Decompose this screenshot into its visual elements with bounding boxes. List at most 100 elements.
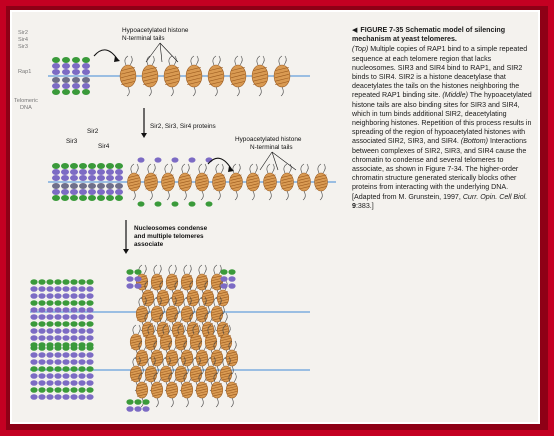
histone-tail [174, 312, 179, 323]
sir3-protein [38, 380, 46, 386]
dna-wrap-line [160, 377, 172, 381]
histone-tail [215, 397, 219, 408]
sir3-protein [62, 359, 70, 365]
sir3-protein [126, 276, 134, 282]
dna-wrap-line [213, 186, 225, 190]
sir2-protein [30, 366, 38, 372]
dna-wrap-line [205, 377, 217, 381]
silencing-model-figure: Sir2 Sir4 Sir3 Rap1 Telomeric DNA Hypoac… [10, 10, 350, 424]
histone-tail [219, 312, 224, 323]
histone-tail [230, 397, 234, 408]
dna-wrap-line [209, 70, 223, 75]
dna-wrap-line [220, 369, 232, 373]
histone-tail [198, 340, 203, 351]
dna-wrap-line [151, 307, 163, 311]
sir3-protein [61, 189, 69, 195]
dna-wrap-line [196, 356, 208, 360]
sir3-protein [62, 380, 70, 386]
sir3-protein [86, 286, 94, 292]
rap1-protein [62, 77, 70, 83]
sir2-protein [79, 195, 87, 201]
dna-wrap-line [166, 361, 178, 365]
dna-wrap-line [165, 74, 179, 78]
dna-wrap-line [211, 385, 223, 389]
rap1-protein [72, 77, 80, 83]
mid-tails-label: Hypoacetylated histone [235, 136, 302, 143]
dna-wrap-line [151, 275, 163, 279]
sir3-protein [54, 314, 62, 320]
histone-tail [162, 356, 167, 367]
caption-run: (Bottom) [460, 137, 489, 146]
dna-wrap-line [298, 174, 310, 178]
dna-wrap-line [181, 383, 193, 387]
dna-wrap-line [175, 367, 187, 371]
dna-wrap-line [187, 293, 199, 297]
histone-tail [169, 163, 173, 174]
dna-wrap-line [196, 307, 208, 311]
histone-tail [212, 55, 217, 66]
sir2-protein [54, 387, 62, 393]
sir3-protein [228, 276, 236, 282]
top-dna-side-label: DNA [20, 105, 32, 111]
histone-tail [224, 312, 228, 323]
dna-wrap-line [181, 280, 193, 284]
sir3-protein [46, 373, 54, 379]
dna-wrap-line [142, 299, 154, 303]
sir3-protein [126, 283, 134, 289]
sir3-protein [38, 307, 46, 313]
histone-tail [189, 280, 194, 291]
sir3-protein [78, 328, 86, 334]
histone-tail [135, 163, 139, 174]
histone-tail [138, 372, 143, 383]
sir3-protein [86, 328, 94, 334]
dna-wrap-line [217, 291, 229, 295]
dna-wrap-line [136, 383, 148, 387]
dna-wrap-line [151, 393, 163, 397]
histone-tail [186, 163, 190, 174]
dna-wrap-line [145, 369, 157, 373]
sir3-protein [62, 286, 70, 292]
histone-tail [233, 372, 237, 383]
dna-wrap-line [220, 345, 232, 349]
sir2-protein [154, 201, 162, 207]
dna-wrap-line [247, 174, 259, 178]
dna-wrap-line [217, 325, 229, 329]
sir3-protein [70, 314, 78, 320]
histone-tail [222, 324, 227, 335]
sir3-protein [54, 394, 62, 400]
dna-wrap-line [217, 293, 229, 297]
histone-tail [195, 55, 199, 66]
dna-wrap-line [179, 186, 191, 190]
sir3-protein [70, 359, 78, 365]
sir3-protein [137, 157, 145, 163]
histone-tail [219, 280, 224, 291]
dna-wrap-line [157, 325, 169, 329]
sir2-protein [70, 387, 78, 393]
dna-wrap-line [175, 345, 187, 349]
histone-tail [164, 163, 169, 174]
spreading-arrowhead [228, 166, 234, 172]
mid-sir4-label: Sir4 [98, 143, 110, 150]
sir3-protein [86, 307, 94, 313]
dna-wrap-line [128, 183, 140, 187]
sir3-protein [78, 314, 86, 320]
dna-wrap-line [162, 186, 174, 190]
histone-tail [173, 55, 177, 66]
histone-tail [177, 356, 182, 367]
dna-wrap-line [157, 301, 169, 305]
sir3-protein [62, 83, 70, 89]
dna-wrap-line [231, 81, 245, 85]
sir3-protein [30, 373, 38, 379]
sir3-protein [38, 352, 46, 358]
top-tails-label: Hypoacetylated histone [122, 27, 189, 34]
spreading-arrow [207, 157, 233, 171]
histone-tail [185, 397, 189, 408]
dna-wrap-line [130, 377, 142, 381]
dna-wrap-line [157, 323, 169, 327]
histone-tail [153, 264, 158, 275]
sir3-protein [46, 352, 54, 358]
sir2-protein [30, 321, 38, 327]
sir2-protein [70, 163, 78, 169]
dna-wrap-line [166, 280, 178, 284]
step2-label-line2: and multiple telomeres [134, 233, 204, 240]
